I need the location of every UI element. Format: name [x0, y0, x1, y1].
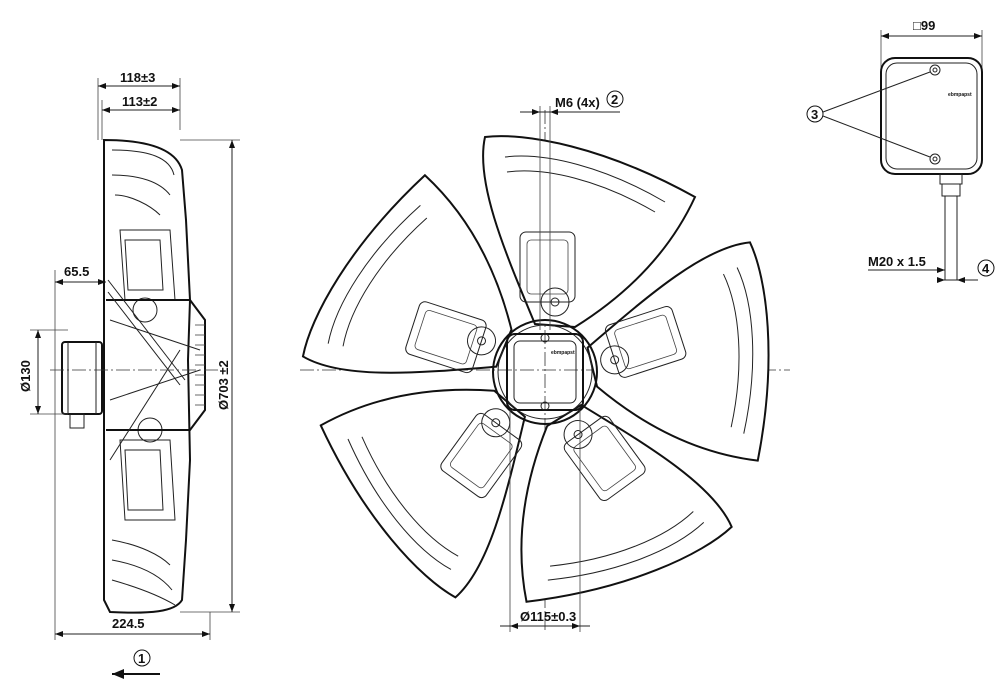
callout-3-label: 3	[811, 107, 818, 122]
dim-overall-depth: 118±3	[120, 70, 155, 85]
dim-box-size: □99	[913, 18, 935, 33]
front-view: ebmpapst M6 (4x) 2 Ø115±0.3	[300, 90, 790, 632]
callout-3	[806, 105, 824, 123]
fan-blade	[482, 135, 697, 329]
dim-fan-diameter: Ø703 ±2	[216, 360, 231, 410]
dim-blade-depth: 113±2	[122, 94, 157, 109]
fan-blade	[319, 388, 526, 599]
side-view: 118±3 113±2	[18, 70, 240, 679]
callout-1	[133, 649, 151, 667]
callout-1-label: 1	[138, 651, 145, 666]
dim-motor-offset: 65.5	[64, 264, 89, 279]
fan-blade	[586, 241, 770, 462]
fan-blade	[301, 173, 513, 374]
dim-base-width: 224.5	[112, 616, 145, 631]
callout-2-label: 2	[611, 92, 618, 107]
callout-4	[977, 259, 995, 277]
dim-hub-diameter: Ø115±0.3	[520, 609, 576, 624]
fan-blades	[301, 135, 770, 603]
dim-cable-gland: M20 x 1.5	[868, 254, 926, 269]
dim-motor-diameter: Ø130	[18, 360, 33, 392]
hub-brand: ebmpapst	[551, 350, 575, 356]
callout-2	[606, 90, 624, 108]
terminal-box-view: □99 ebmpapst 3 M20 x 1.5 4	[806, 18, 995, 283]
box-brand: ebmpapst	[948, 92, 972, 98]
callout-4-label: 4	[982, 261, 990, 276]
airflow-arrow-icon	[112, 669, 124, 679]
dim-mount-thread: M6 (4x)	[555, 95, 600, 110]
fan-blade	[520, 403, 733, 603]
